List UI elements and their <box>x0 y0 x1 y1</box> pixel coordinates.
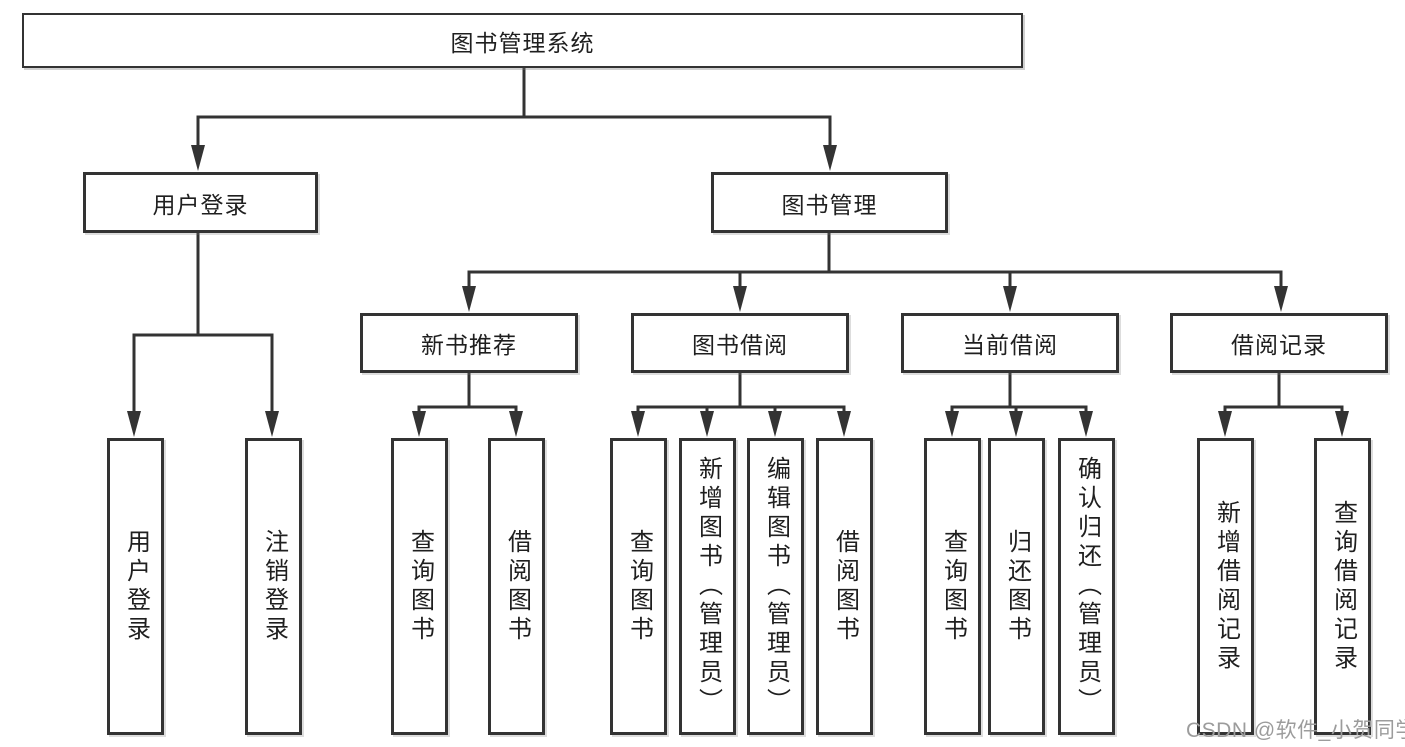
branch-node-book-management: 图书管理 <box>711 172 948 233</box>
leaf-edit-book-admin: 编辑图书（管理员） <box>747 438 804 735</box>
section-node-new-book-recommend: 新书推荐 <box>360 313 578 373</box>
section-node-current-borrow: 当前借阅 <box>901 313 1119 373</box>
leaf-query-books-borrow: 查询图书 <box>610 438 667 735</box>
leaf-add-book-admin: 新增图书（管理员） <box>679 438 736 735</box>
section-node-book-borrow: 图书借阅 <box>631 313 849 373</box>
section-node-borrow-records: 借阅记录 <box>1170 313 1388 373</box>
leaf-user-login: 用户登录 <box>107 438 164 735</box>
leaf-query-borrow-record: 查询借阅记录 <box>1314 438 1371 735</box>
leaf-borrow-books: 借阅图书 <box>816 438 873 735</box>
leaf-add-borrow-record: 新增借阅记录 <box>1197 438 1254 735</box>
leaf-return-book: 归还图书 <box>988 438 1045 735</box>
watermark: CSDN @软件_小贺同学 <box>1186 719 1405 742</box>
leaf-confirm-return-admin: 确认归还（管理员） <box>1058 438 1115 735</box>
leaf-borrow-books-recommend: 借阅图书 <box>488 438 545 735</box>
leaf-logout: 注销登录 <box>245 438 302 735</box>
branch-node-user-login: 用户登录 <box>83 172 318 233</box>
leaf-query-books-recommend: 查询图书 <box>391 438 448 735</box>
leaf-query-books-current: 查询图书 <box>924 438 981 735</box>
root-node-library-system: 图书管理系统 <box>22 13 1023 68</box>
